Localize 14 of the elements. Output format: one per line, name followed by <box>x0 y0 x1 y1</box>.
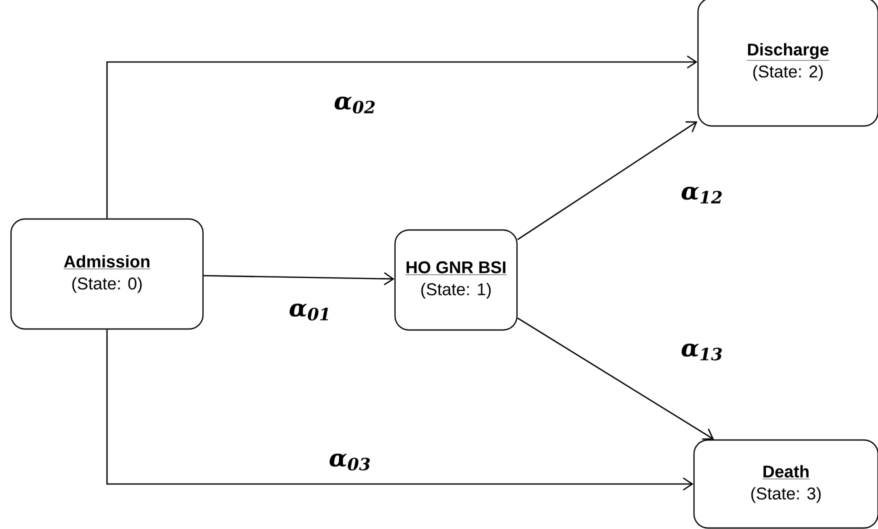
state-box: Discharge (State: 2) <box>697 0 878 127</box>
edge-label: α$_{01}$ <box>290 304 328 320</box>
edge-label: α$_{13}$ <box>682 344 722 360</box>
arrow <box>204 272 394 286</box>
state-box: HO GNR BSI (State: 1) <box>394 229 518 331</box>
edge-label: α$_{12}$ <box>682 186 722 204</box>
arrow <box>517 121 698 240</box>
edge-label: α$_{03}$ <box>330 454 370 470</box>
state-box: Admission (State: 0) <box>10 218 204 330</box>
state-box: Death (State: 3) <box>693 439 878 529</box>
arrow <box>517 318 714 440</box>
arrow <box>106 330 694 491</box>
arrow <box>106 55 698 218</box>
edge-label: α$_{02}$ <box>334 96 375 114</box>
